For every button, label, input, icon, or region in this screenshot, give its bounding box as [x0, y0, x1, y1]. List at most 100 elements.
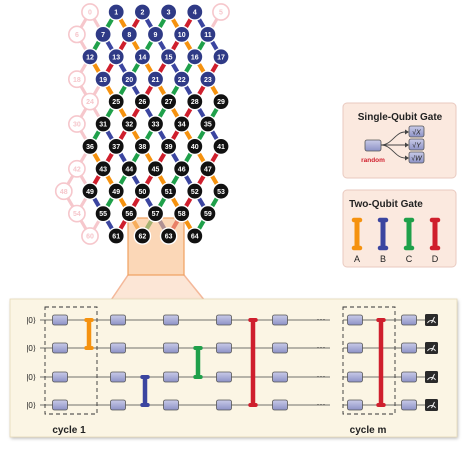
qubit-circle	[81, 92, 99, 111]
single-qubit-gate	[347, 399, 363, 411]
qubit-node: 31	[94, 115, 112, 133]
qubit-node: 32	[120, 115, 139, 133]
qubit-circle	[133, 47, 152, 66]
qubit-label: 5	[219, 10, 223, 17]
qubit-node: 19	[94, 70, 112, 88]
two-qubit-gate-c	[193, 345, 203, 380]
ellipsis: ···	[317, 342, 326, 352]
qubit-label: 37	[112, 144, 120, 151]
qubit-label: 28	[191, 99, 199, 106]
single-qubit-gate	[52, 371, 68, 383]
qubit-node: 45	[146, 159, 165, 178]
single-qubit-gate	[347, 371, 363, 383]
qubit-label: 51	[165, 189, 173, 196]
qubit-node: 46	[172, 159, 191, 178]
qubit-node: 44	[120, 159, 139, 178]
qubit-circle	[159, 47, 178, 66]
qubit-circle	[212, 92, 230, 111]
qubit-circle	[199, 25, 217, 44]
qubit-circle	[94, 204, 112, 223]
gate-cap	[84, 317, 94, 323]
ket-label: |0⟩	[26, 401, 36, 410]
qubit-circle	[172, 159, 191, 178]
qubit-label: 22	[178, 77, 186, 84]
qubit-circle	[107, 137, 125, 156]
qubit-label: 64	[191, 234, 199, 241]
qubit-node: 50	[133, 182, 152, 200]
ellipsis: ···	[317, 314, 326, 324]
qubit-circle	[185, 3, 204, 21]
qubit-label: 36	[86, 144, 94, 151]
qubit-label: 58	[178, 211, 186, 218]
qubit-node: 40	[185, 137, 204, 156]
gate-label-a: A	[354, 254, 360, 264]
arrowhead-icon	[405, 155, 409, 161]
gate-cap	[248, 317, 258, 323]
two-qubit-gate-symbols	[351, 217, 441, 251]
qubit-node: 43	[94, 159, 112, 178]
single-qubit-gate	[272, 371, 288, 383]
two-qubit-gate-d	[248, 317, 258, 408]
qubit-label: 21	[152, 77, 160, 84]
meter-arc	[427, 320, 436, 324]
single-qubit-gate	[110, 371, 126, 383]
qubit-circle	[107, 3, 125, 21]
qubit-label: 32	[125, 122, 133, 129]
qubit-label: 29	[217, 99, 225, 106]
qubit-label: 55	[99, 211, 107, 218]
cycle-m-frame	[342, 306, 396, 415]
qubit-circle	[159, 137, 178, 156]
single-qubit-gate	[110, 399, 126, 411]
qubit-label: 49	[86, 189, 94, 196]
two-qubit-gate-title: Two-Qubit Gate	[349, 199, 423, 210]
qubit-label: 63	[165, 234, 173, 241]
two-qubit-gate-d	[376, 317, 386, 408]
two-qubit-gate-legend: Two-Qubit Gate A B C D	[342, 189, 457, 268]
random-gate-box	[364, 139, 382, 152]
qubit-label: 59	[204, 211, 212, 218]
qubit-label: 11	[204, 32, 212, 39]
qubit-circle	[68, 159, 86, 178]
gate-cap	[429, 245, 441, 251]
qubit-label: 1	[114, 10, 118, 17]
inactive-qubit-node: 48	[54, 182, 73, 201]
qubit-circle	[120, 204, 139, 223]
qubit-circle	[107, 227, 125, 245]
qubit-node: 10	[172, 25, 191, 44]
single-qubit-gate	[272, 314, 288, 326]
qubit-label: 30	[73, 122, 81, 129]
qubit-circle	[68, 70, 86, 89]
qubit-circle	[133, 182, 152, 200]
ellipsis: ···	[317, 399, 326, 409]
qubit-circle	[81, 227, 99, 245]
sqrt-y-label: √Y	[412, 142, 422, 150]
qubit-circle	[146, 70, 165, 88]
meter-arc	[427, 405, 436, 409]
single-qubit-gate	[401, 399, 417, 411]
gate-cap	[193, 374, 203, 380]
qubit-circle	[185, 182, 204, 200]
qubit-label: 10	[178, 32, 186, 39]
gate-cap	[193, 345, 203, 351]
qubit-circle	[107, 182, 125, 200]
qubit-node: 23	[199, 70, 217, 88]
two-qubit-gate-a	[84, 317, 94, 351]
qubit-node: 63	[159, 227, 178, 245]
qubit-node: 61	[107, 227, 125, 245]
single-qubit-gate	[52, 342, 68, 354]
qubit-node: 26	[133, 92, 152, 111]
qubit-node: 8	[120, 25, 139, 44]
gate-cap	[248, 402, 258, 408]
qubit-node: 53	[212, 182, 230, 200]
qubit-label: 20	[125, 77, 133, 84]
circuit-panel: cycle 1 cycle m |0⟩···|0⟩···|0⟩···|0⟩···	[9, 298, 458, 438]
qubit-label: 19	[99, 77, 107, 84]
qubit-circle	[94, 25, 112, 44]
single-qubit-gate	[401, 314, 417, 326]
qubit-node: 52	[185, 182, 204, 200]
qubit-circle	[172, 25, 191, 44]
qubit-label: 33	[152, 122, 160, 129]
single-qubit-gate	[216, 342, 232, 354]
qubit-label: 38	[139, 144, 147, 151]
